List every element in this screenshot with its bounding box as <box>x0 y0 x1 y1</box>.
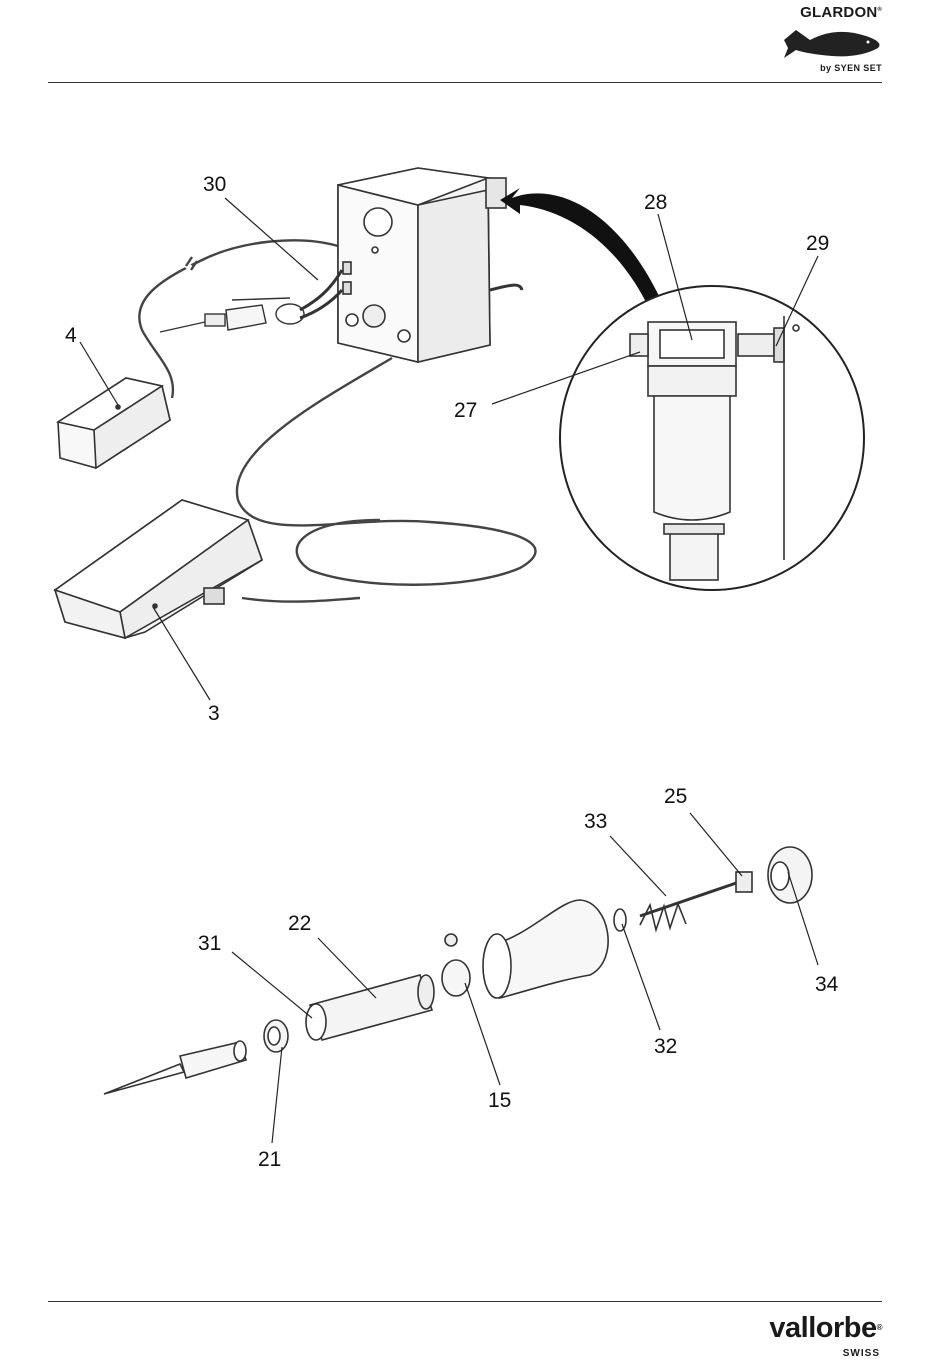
handpiece-icon <box>160 270 342 332</box>
callout-15: 15 <box>488 1089 511 1112</box>
callout-34: 34 <box>815 973 839 996</box>
callout-28: 28 <box>644 191 667 214</box>
detail-magnifier <box>560 286 864 590</box>
callout-32: 32 <box>654 1035 677 1058</box>
control-unit <box>338 168 522 362</box>
callout-29: 29 <box>806 232 829 255</box>
callout-3: 3 <box>208 702 220 725</box>
pedal-cable <box>237 358 536 602</box>
callout-21: 21 <box>258 1148 281 1171</box>
callout-33: 33 <box>584 810 607 833</box>
callout-31: 31 <box>198 932 221 955</box>
fish-logo-icon <box>784 30 880 58</box>
large-pedal <box>55 500 262 638</box>
callout-27: 27 <box>454 399 477 422</box>
callout-4: 4 <box>65 324 77 347</box>
callout-30: 30 <box>203 173 226 196</box>
callout-25: 25 <box>664 785 687 808</box>
small-pedal <box>58 378 170 468</box>
exploded-handpiece <box>104 847 812 1094</box>
detail-arrow-icon <box>500 188 660 306</box>
callout-22: 22 <box>288 912 311 935</box>
